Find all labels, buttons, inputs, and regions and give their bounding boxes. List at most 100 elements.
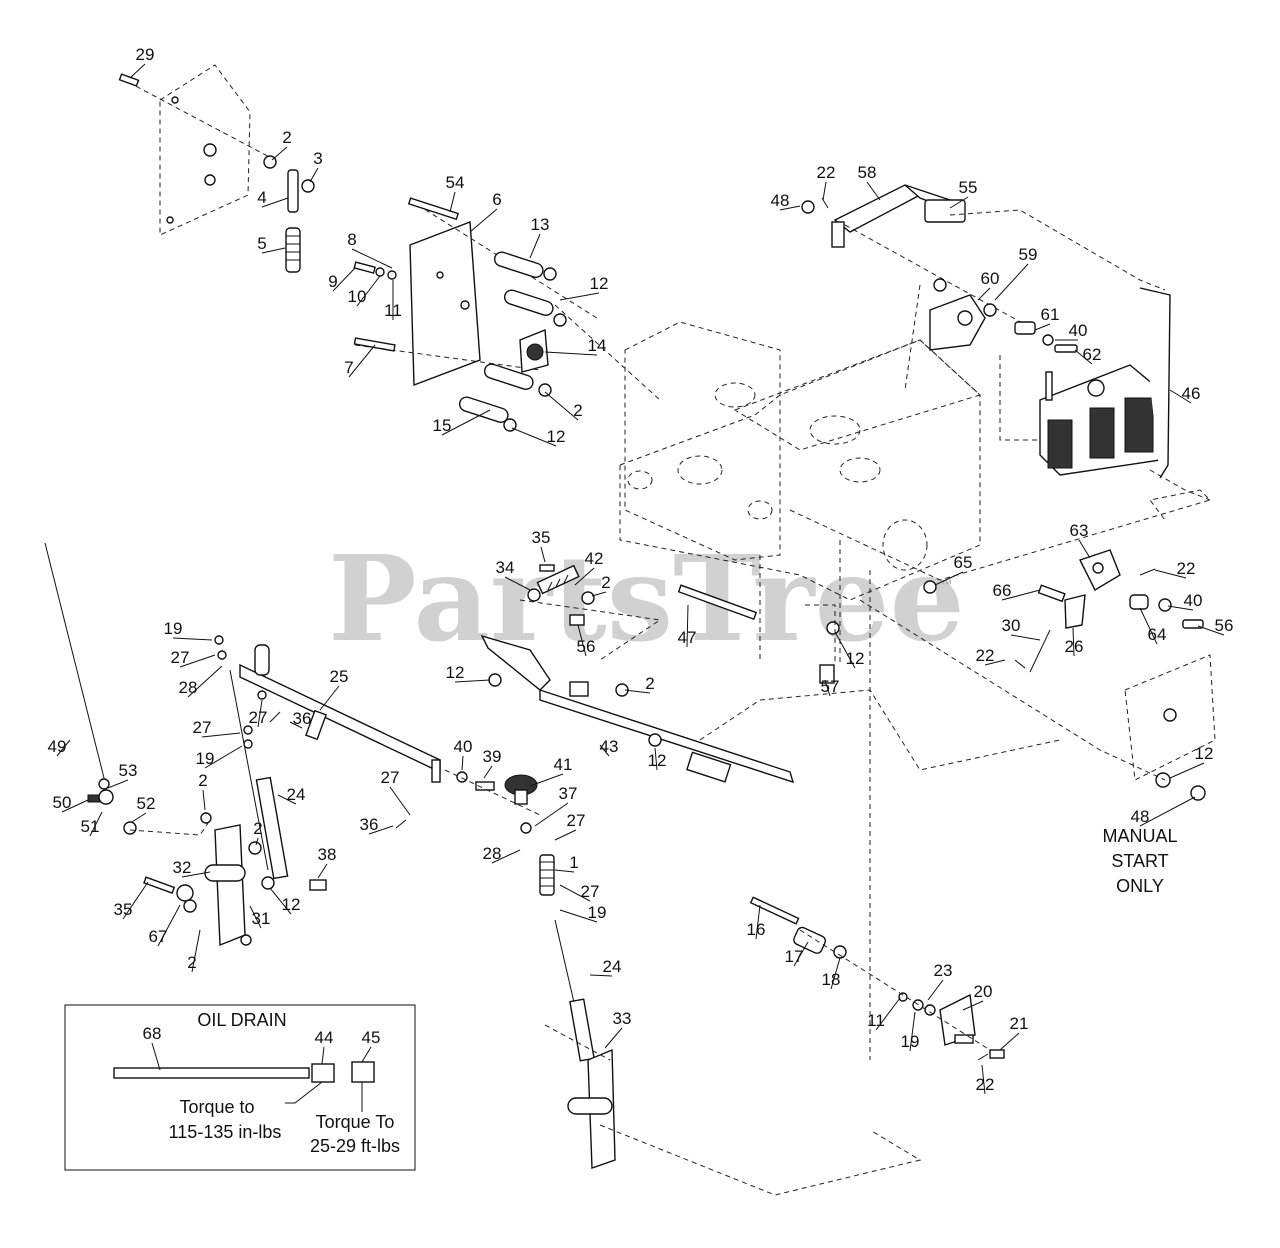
callout-34: 34 — [496, 558, 531, 591]
callout-28: 28 — [179, 665, 223, 698]
pivot-50-51 — [87, 778, 137, 835]
callout-label: 2 — [601, 573, 610, 592]
callout-41: 41 — [529, 755, 572, 787]
bolt-47 — [677, 584, 758, 621]
callout-label: 30 — [1002, 616, 1021, 635]
callout-label: 12 — [282, 895, 301, 914]
bolt-57 — [819, 664, 835, 684]
callout-43: 43 — [599, 737, 619, 757]
callout-label: 19 — [196, 749, 215, 768]
callout-leader — [56, 739, 71, 757]
callout-leader — [309, 167, 319, 183]
callout-leader — [332, 267, 356, 292]
callout-56: 56 — [1197, 616, 1234, 636]
spring-42 — [536, 564, 580, 595]
callout-label: 18 — [822, 970, 841, 989]
callout-27: 27 — [249, 699, 268, 728]
callout-leader — [534, 802, 569, 827]
callout-19: 19 — [164, 619, 213, 641]
callout-leader — [1154, 569, 1187, 579]
callout-16: 16 — [747, 904, 765, 940]
oil-drain-section — [64, 1004, 416, 1171]
callout-label: 2 — [187, 953, 196, 972]
callout-label: 43 — [600, 737, 619, 756]
callout-leader — [1169, 389, 1192, 404]
bolt-38 — [309, 879, 327, 891]
callout-leader — [834, 631, 856, 669]
callout-leader — [540, 546, 546, 563]
callout-leader — [172, 637, 213, 641]
callout-55: 55 — [949, 178, 978, 209]
washer-40-39 — [456, 771, 495, 791]
callout-label: 6 — [492, 190, 501, 209]
callout-leader — [654, 747, 658, 771]
bolt-62 — [1054, 344, 1078, 353]
callout-leader — [599, 744, 610, 757]
callout-35: 35 — [114, 881, 149, 920]
spacers-13 — [493, 251, 554, 316]
callout-leader — [686, 604, 689, 648]
callout-label: 59 — [1019, 245, 1038, 264]
callout-leader — [319, 685, 340, 711]
callout-label: 66 — [993, 581, 1012, 600]
callout-label: 67 — [149, 927, 168, 946]
callout-leader — [824, 679, 831, 697]
callout-leader — [909, 1011, 916, 1052]
callout-leader — [934, 571, 964, 586]
bolt-35-center — [539, 564, 555, 572]
callout-label: 2 — [645, 674, 654, 693]
callout-label: 27 — [171, 648, 190, 667]
callout-60: 60 — [977, 269, 999, 301]
callout-leader — [461, 755, 464, 771]
oil-drain-title: OIL DRAIN — [197, 1010, 286, 1030]
callout-label: 56 — [1215, 616, 1234, 635]
callout-label: 39 — [483, 747, 502, 766]
callout-4: 4 — [257, 188, 289, 208]
callout-label: 55 — [959, 178, 978, 197]
callout-45: 45 — [362, 1028, 380, 1063]
callout-label: 52 — [137, 794, 156, 813]
callout-leader — [122, 881, 149, 920]
callout-20: 20 — [962, 982, 993, 1011]
manual-start-line-2: START — [1111, 851, 1168, 871]
callout-37: 37 — [534, 784, 577, 827]
callout-label: 31 — [252, 909, 271, 928]
callout-label: 27 — [381, 768, 400, 787]
side-plate-right — [1124, 654, 1216, 781]
callout-leader — [187, 665, 223, 698]
callout-label: 28 — [483, 844, 502, 863]
callout-label: 12 — [590, 274, 609, 293]
callout-label: 58 — [858, 163, 877, 182]
watermark-trademark: ™ — [940, 577, 952, 591]
callout-label: 62 — [1083, 345, 1102, 364]
clevis-26 — [1064, 594, 1086, 629]
drain-hose-68 — [113, 1067, 310, 1079]
callout-leader — [249, 905, 262, 929]
bolt-7 — [353, 337, 396, 352]
callout-25: 25 — [319, 667, 348, 711]
callout-leader — [277, 794, 297, 805]
bolt-35-left — [143, 876, 176, 894]
callout-leader — [261, 197, 289, 208]
torque-note-left-1: Torque to — [179, 1097, 254, 1117]
callout-leader — [511, 427, 557, 447]
callout-6: 6 — [469, 190, 502, 233]
drain-plug-45 — [351, 1061, 375, 1083]
callout-leader — [1078, 539, 1091, 559]
callout-label: 19 — [588, 903, 607, 922]
callout-36: 36 — [289, 709, 311, 729]
callout-18: 18 — [822, 957, 841, 990]
callout-label: 20 — [974, 982, 993, 1001]
callout-leader — [962, 1000, 984, 1011]
callout-label: 8 — [347, 230, 356, 249]
pin-36-left — [269, 711, 281, 723]
callout-9: 9 — [328, 267, 356, 292]
callout-36: 36 — [360, 815, 394, 835]
callout-2: 2 — [544, 391, 583, 421]
callout-leader — [1010, 634, 1041, 641]
callout-label: 27 — [249, 708, 268, 727]
callout-leader — [129, 63, 146, 79]
callout-leader — [1074, 349, 1093, 365]
callout-label: 48 — [771, 191, 790, 210]
rod-46 — [1139, 287, 1171, 479]
